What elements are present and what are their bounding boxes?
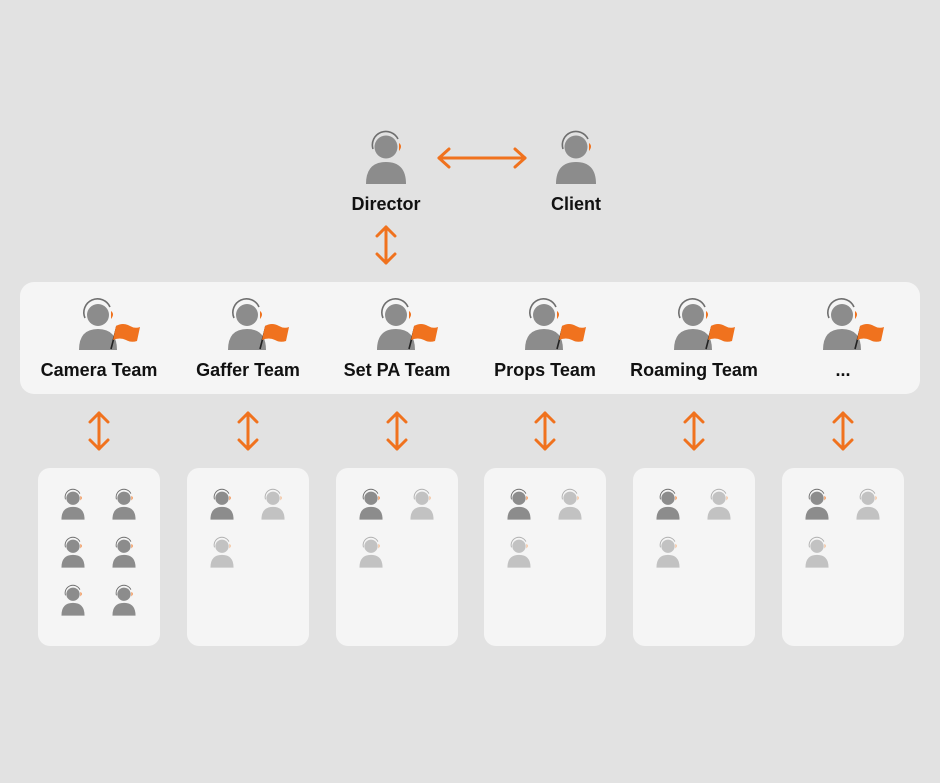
member-inactive-icon [359,536,383,568]
team-label: Props Team [494,360,596,380]
member-active-icon [112,584,136,616]
team-lead-node [377,298,443,350]
member-inactive-icon [707,488,731,520]
team-lead-node [228,298,294,350]
member-active-icon [112,488,136,520]
team-members-box [484,468,606,646]
director-node [360,130,412,184]
team-link-arrow [386,411,408,451]
team-members-box [336,468,458,646]
team-members-box [38,468,160,646]
team-members-box [187,468,309,646]
team-leader-flag-icon [823,298,884,350]
member-active-icon [805,488,829,520]
member-active-icon [210,488,234,520]
member-inactive-icon [656,536,680,568]
team-link-arrow [534,411,556,451]
team-link-arrow [832,411,854,451]
member-inactive-icon [558,488,582,520]
member-active-icon [507,488,531,520]
team-label: Set PA Team [343,360,451,380]
member-inactive-icon [261,488,285,520]
team-label: Camera Team [40,360,158,380]
member-active-icon [61,584,85,616]
team-leader-flag-icon [377,298,438,350]
team-label: Gaffer Team [196,360,300,380]
member-inactive-icon [210,536,234,568]
team-lead-node [525,298,591,350]
member-active-icon [61,488,85,520]
team-label: ... [835,360,851,380]
headset-person-icon [366,130,406,184]
member-active-icon [61,536,85,568]
team-leads-panel [20,282,920,394]
team-link-arrow [88,411,110,451]
director-teams-arrow [375,225,397,265]
member-inactive-icon [805,536,829,568]
team-leader-flag-icon [525,298,586,350]
headset-person-icon [556,130,596,184]
member-inactive-icon [507,536,531,568]
director-client-arrow [437,147,527,169]
member-inactive-icon [410,488,434,520]
client-label: Client [550,194,602,214]
team-leader-flag-icon [674,298,735,350]
member-active-icon [359,488,383,520]
team-lead-node [79,298,145,350]
team-label: Roaming Team [630,360,758,380]
team-link-arrow [683,411,705,451]
member-active-icon [656,488,680,520]
client-node [550,130,602,184]
team-leader-flag-icon [228,298,289,350]
team-link-arrow [237,411,259,451]
director-label: Director [351,194,421,214]
member-active-icon [112,536,136,568]
team-lead-node [674,298,740,350]
team-members-box [633,468,755,646]
team-leader-flag-icon [79,298,140,350]
member-inactive-icon [856,488,880,520]
team-lead-node [823,298,889,350]
team-members-box [782,468,904,646]
